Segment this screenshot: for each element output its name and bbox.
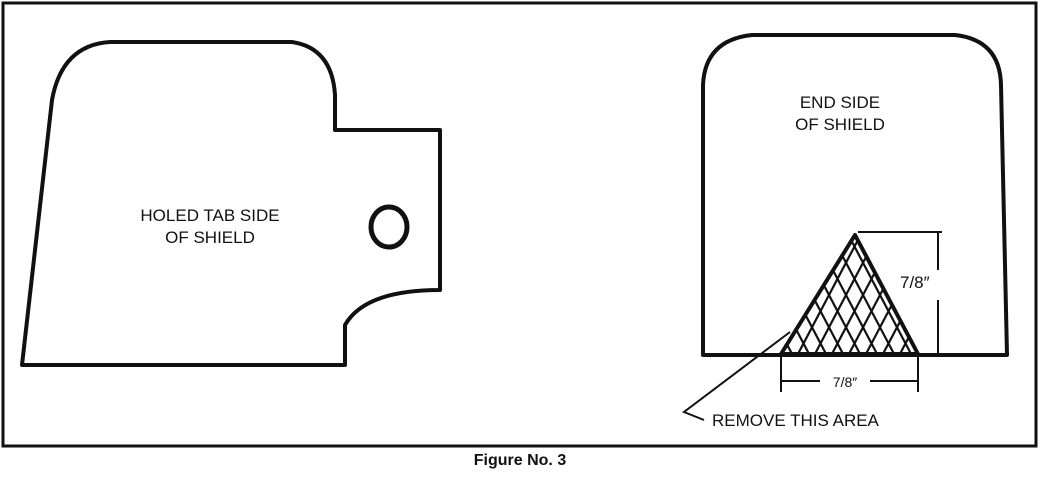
hatch-line bbox=[781, 235, 798, 354]
holed-tab-side-label-line2: OF SHIELD bbox=[165, 228, 255, 247]
holed-tab-side-label: HOLED TAB SIDE OF SHIELD bbox=[95, 205, 325, 249]
hatch-line bbox=[781, 235, 815, 354]
height-dimension-label: 7/8″ bbox=[900, 273, 930, 292]
hatch-line bbox=[894, 235, 918, 354]
hatch-line bbox=[860, 235, 918, 354]
tab-hole bbox=[368, 204, 410, 250]
hatch-line bbox=[911, 235, 918, 354]
hatch-line bbox=[781, 235, 917, 354]
hatch-line bbox=[877, 235, 918, 354]
hatch-line bbox=[860, 235, 918, 354]
hatch-line bbox=[792, 235, 918, 354]
hatch-line bbox=[781, 235, 832, 354]
holed-tab-side-label-line1: HOLED TAB SIDE bbox=[140, 206, 280, 225]
remove-area-callout: REMOVE THIS AREA bbox=[712, 411, 879, 430]
figure-caption: Figure No. 3 bbox=[473, 452, 567, 469]
hatch-line bbox=[781, 235, 832, 354]
hatch-line bbox=[894, 235, 918, 354]
callout-leader bbox=[681, 331, 791, 421]
removal-area-outline bbox=[779, 233, 920, 356]
hatch-line bbox=[877, 235, 918, 354]
end-side-label-line2: OF SHIELD bbox=[795, 115, 885, 134]
figure-border bbox=[1, 1, 1038, 448]
hatch-line bbox=[911, 235, 918, 354]
hatch-line bbox=[781, 235, 798, 354]
hatch-line bbox=[809, 235, 918, 354]
end-side-label: END SIDE OF SHIELD bbox=[745, 92, 935, 136]
end-side-outline bbox=[701, 33, 1009, 357]
hatch-line bbox=[640, 162, 780, 428]
holed-tab-side-outline bbox=[20, 40, 442, 367]
hatch-line bbox=[781, 235, 900, 354]
end-side-label-line1: END SIDE bbox=[799, 93, 881, 112]
width-dimension-label: 7/8″ bbox=[820, 371, 870, 393]
hatch-line bbox=[781, 235, 815, 354]
hatch-line bbox=[640, 162, 780, 428]
